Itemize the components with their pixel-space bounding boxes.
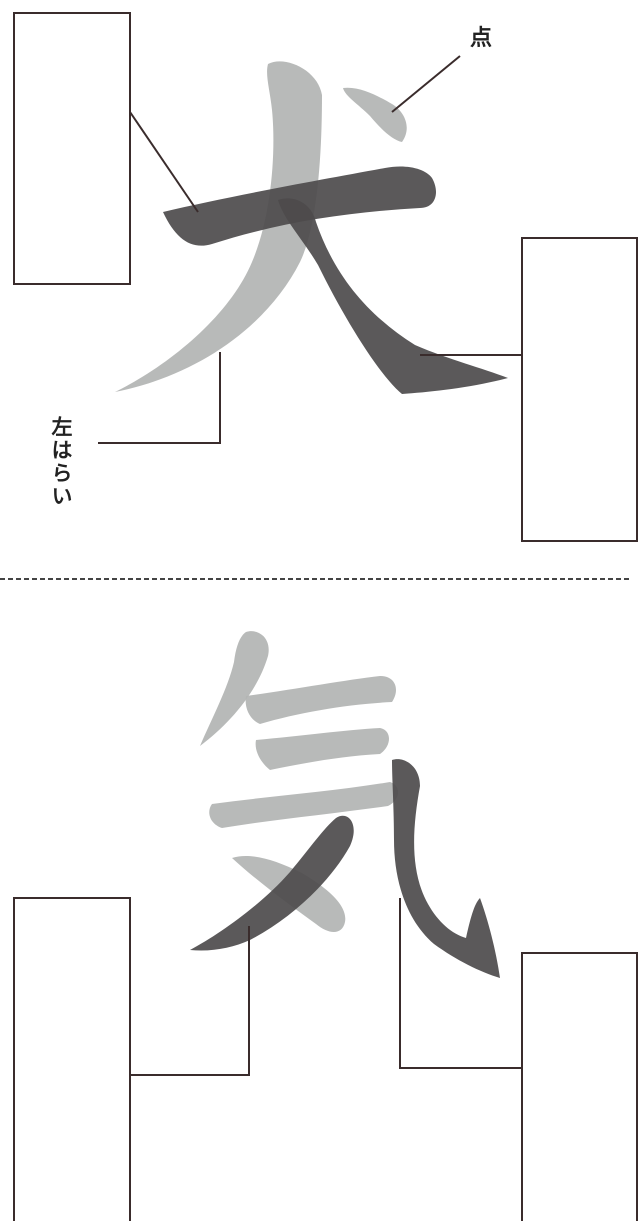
ki-character — [190, 631, 500, 978]
bottom-leader-lines — [130, 898, 522, 1076]
inu-left-sweep-stroke — [115, 61, 322, 392]
answer-box-ki-left-sweep[interactable] — [13, 897, 131, 1221]
leader-ki-hook — [399, 898, 522, 1069]
leader-dot — [391, 55, 461, 113]
inu-right-sweep-stroke — [278, 198, 508, 394]
inu-dot-stroke — [343, 87, 407, 142]
label-dot: 点 — [470, 26, 493, 51]
ki-horizontal-3 — [209, 782, 399, 828]
answer-box-ki-hook[interactable] — [521, 952, 638, 1221]
ki-horizontal-2 — [255, 728, 389, 770]
inu-character — [115, 61, 508, 394]
leader-ki-left-sweep — [130, 926, 250, 1076]
ki-hook-stroke — [392, 759, 500, 978]
answer-box-inu-horizontal[interactable] — [13, 12, 131, 285]
ki-left-sweep-stroke — [190, 815, 354, 951]
leader-horizontal — [129, 111, 199, 213]
ki-slant-stroke — [200, 631, 269, 746]
leader-left-sweep — [98, 352, 221, 444]
label-left-sweep: 左はらい — [49, 416, 73, 508]
ki-horizontal-1 — [245, 676, 396, 724]
answer-box-inu-right-sweep[interactable] — [521, 237, 638, 542]
top-leader-lines — [98, 55, 522, 444]
